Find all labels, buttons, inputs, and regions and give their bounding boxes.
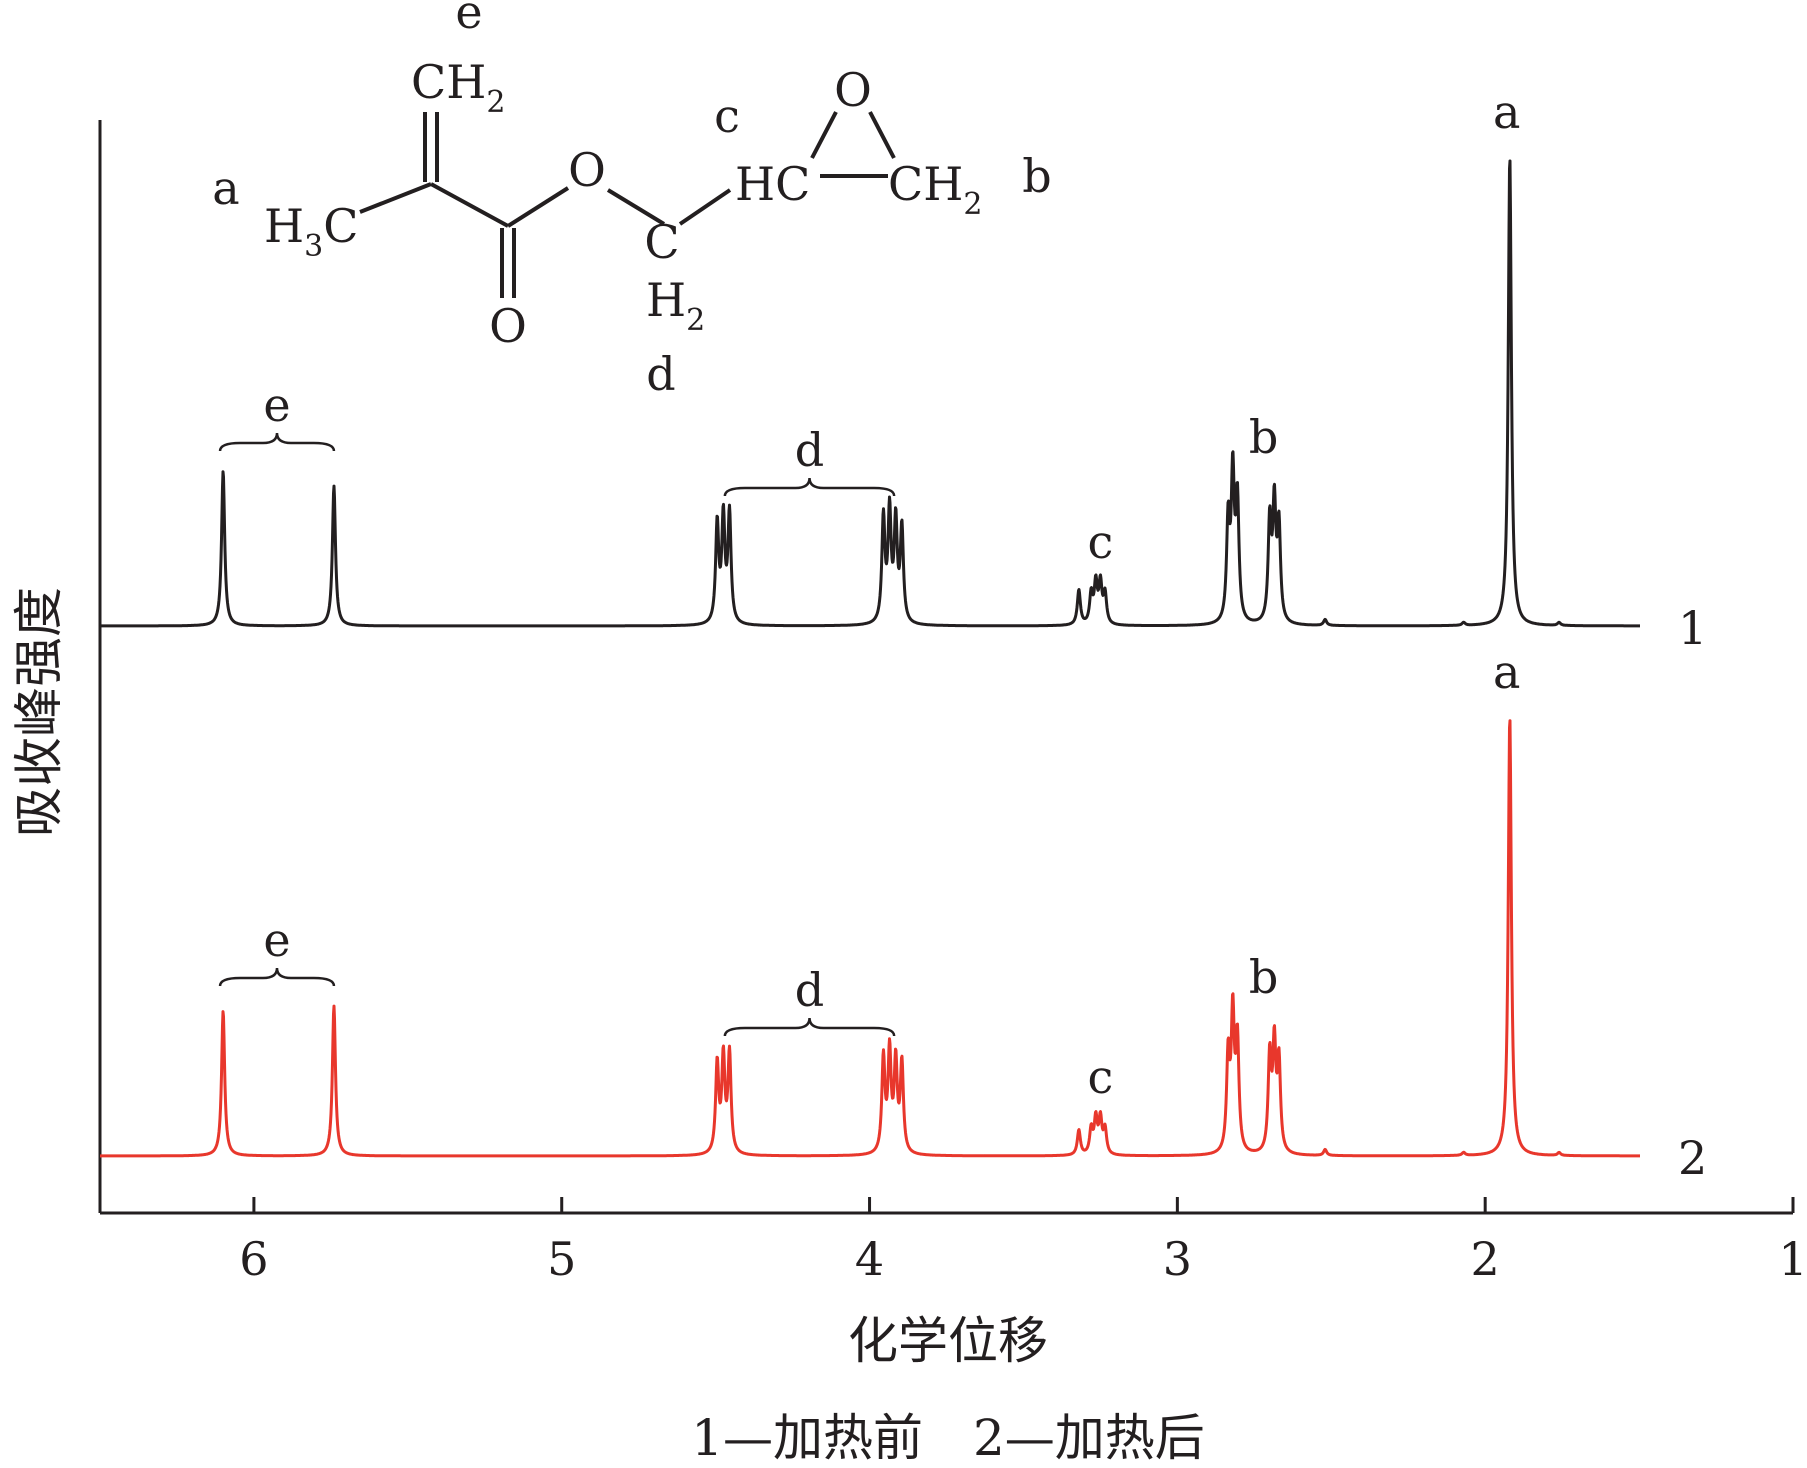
x-tick-label: 2 xyxy=(1471,1232,1500,1286)
bond-methyl xyxy=(359,182,432,214)
peak-bracket-e xyxy=(218,967,336,987)
structure-label-a: a xyxy=(212,161,239,215)
structure-label-b: b xyxy=(1022,149,1051,203)
axes xyxy=(98,120,1793,1215)
methylene-hydrogen: H2 xyxy=(646,273,705,338)
structure-label-c: c xyxy=(714,89,740,143)
methylene-group: CH2 xyxy=(411,55,505,120)
x-tick-label: 5 xyxy=(547,1232,576,1286)
peak-label-e: e xyxy=(263,913,290,967)
peak-label-d: d xyxy=(795,963,824,1017)
molecule-labels: e CH2 a H3C O O C H2 d c HC O CH2 b xyxy=(212,0,1051,401)
peak-bracket-d xyxy=(723,1017,896,1037)
bond-carbonyl-ester xyxy=(506,186,570,228)
peak-label-b: b xyxy=(1249,410,1278,464)
bond-o-ch2 xyxy=(868,111,896,159)
x-tick-label: 3 xyxy=(1163,1232,1192,1286)
x-tick-label: 6 xyxy=(239,1232,268,1286)
peak-label-e: e xyxy=(263,378,290,432)
peak-label-a: a xyxy=(1493,85,1520,139)
epoxide-oxygen: O xyxy=(834,63,872,117)
spectrum-line-1 xyxy=(99,159,1641,628)
hc-group: HC xyxy=(735,157,810,211)
spectra: 12 xyxy=(99,159,1707,1185)
bond-hc-o xyxy=(810,111,838,159)
peak-bracket-e xyxy=(218,432,336,452)
carbonyl-oxygen: O xyxy=(489,299,527,353)
structure-label-e: e xyxy=(455,0,482,39)
peak-label-c: c xyxy=(1088,515,1114,569)
x-tick-label: 1 xyxy=(1778,1232,1807,1286)
peak-label-c: c xyxy=(1088,1050,1114,1104)
x-axis-title: 化学位移 xyxy=(848,1312,1048,1370)
peak-bracket-d xyxy=(723,477,896,497)
series-label-1: 1 xyxy=(1678,601,1707,655)
ester-oxygen: O xyxy=(568,143,606,197)
figure-caption: 1—加热前 2—加热后 xyxy=(691,1409,1205,1467)
peak-label-d: d xyxy=(795,423,824,477)
spectrum-line-2 xyxy=(99,719,1641,1158)
bond-ch2-hc xyxy=(678,188,732,226)
peak-label-a: a xyxy=(1493,645,1520,699)
peak-labels: e d c b a e d c b a xyxy=(218,85,1520,1104)
methylene-carbon: C xyxy=(644,215,679,269)
x-tick-label: 4 xyxy=(855,1232,884,1286)
structure-label-d: d xyxy=(646,347,675,401)
bond-c-carbonyl xyxy=(430,182,509,228)
y-axis-title: 吸收峰强度 xyxy=(10,587,68,837)
peak-label-b: b xyxy=(1249,950,1278,1004)
methyl-group: H3C xyxy=(264,199,358,264)
epoxide-ch2-group: CH2 xyxy=(888,157,982,222)
molecule-structure xyxy=(359,111,896,298)
x-tick-labels: 6 5 4 3 2 1 xyxy=(239,1197,1807,1286)
bond-ester-ch2 xyxy=(606,188,666,226)
series-label-2: 2 xyxy=(1678,1131,1707,1185)
